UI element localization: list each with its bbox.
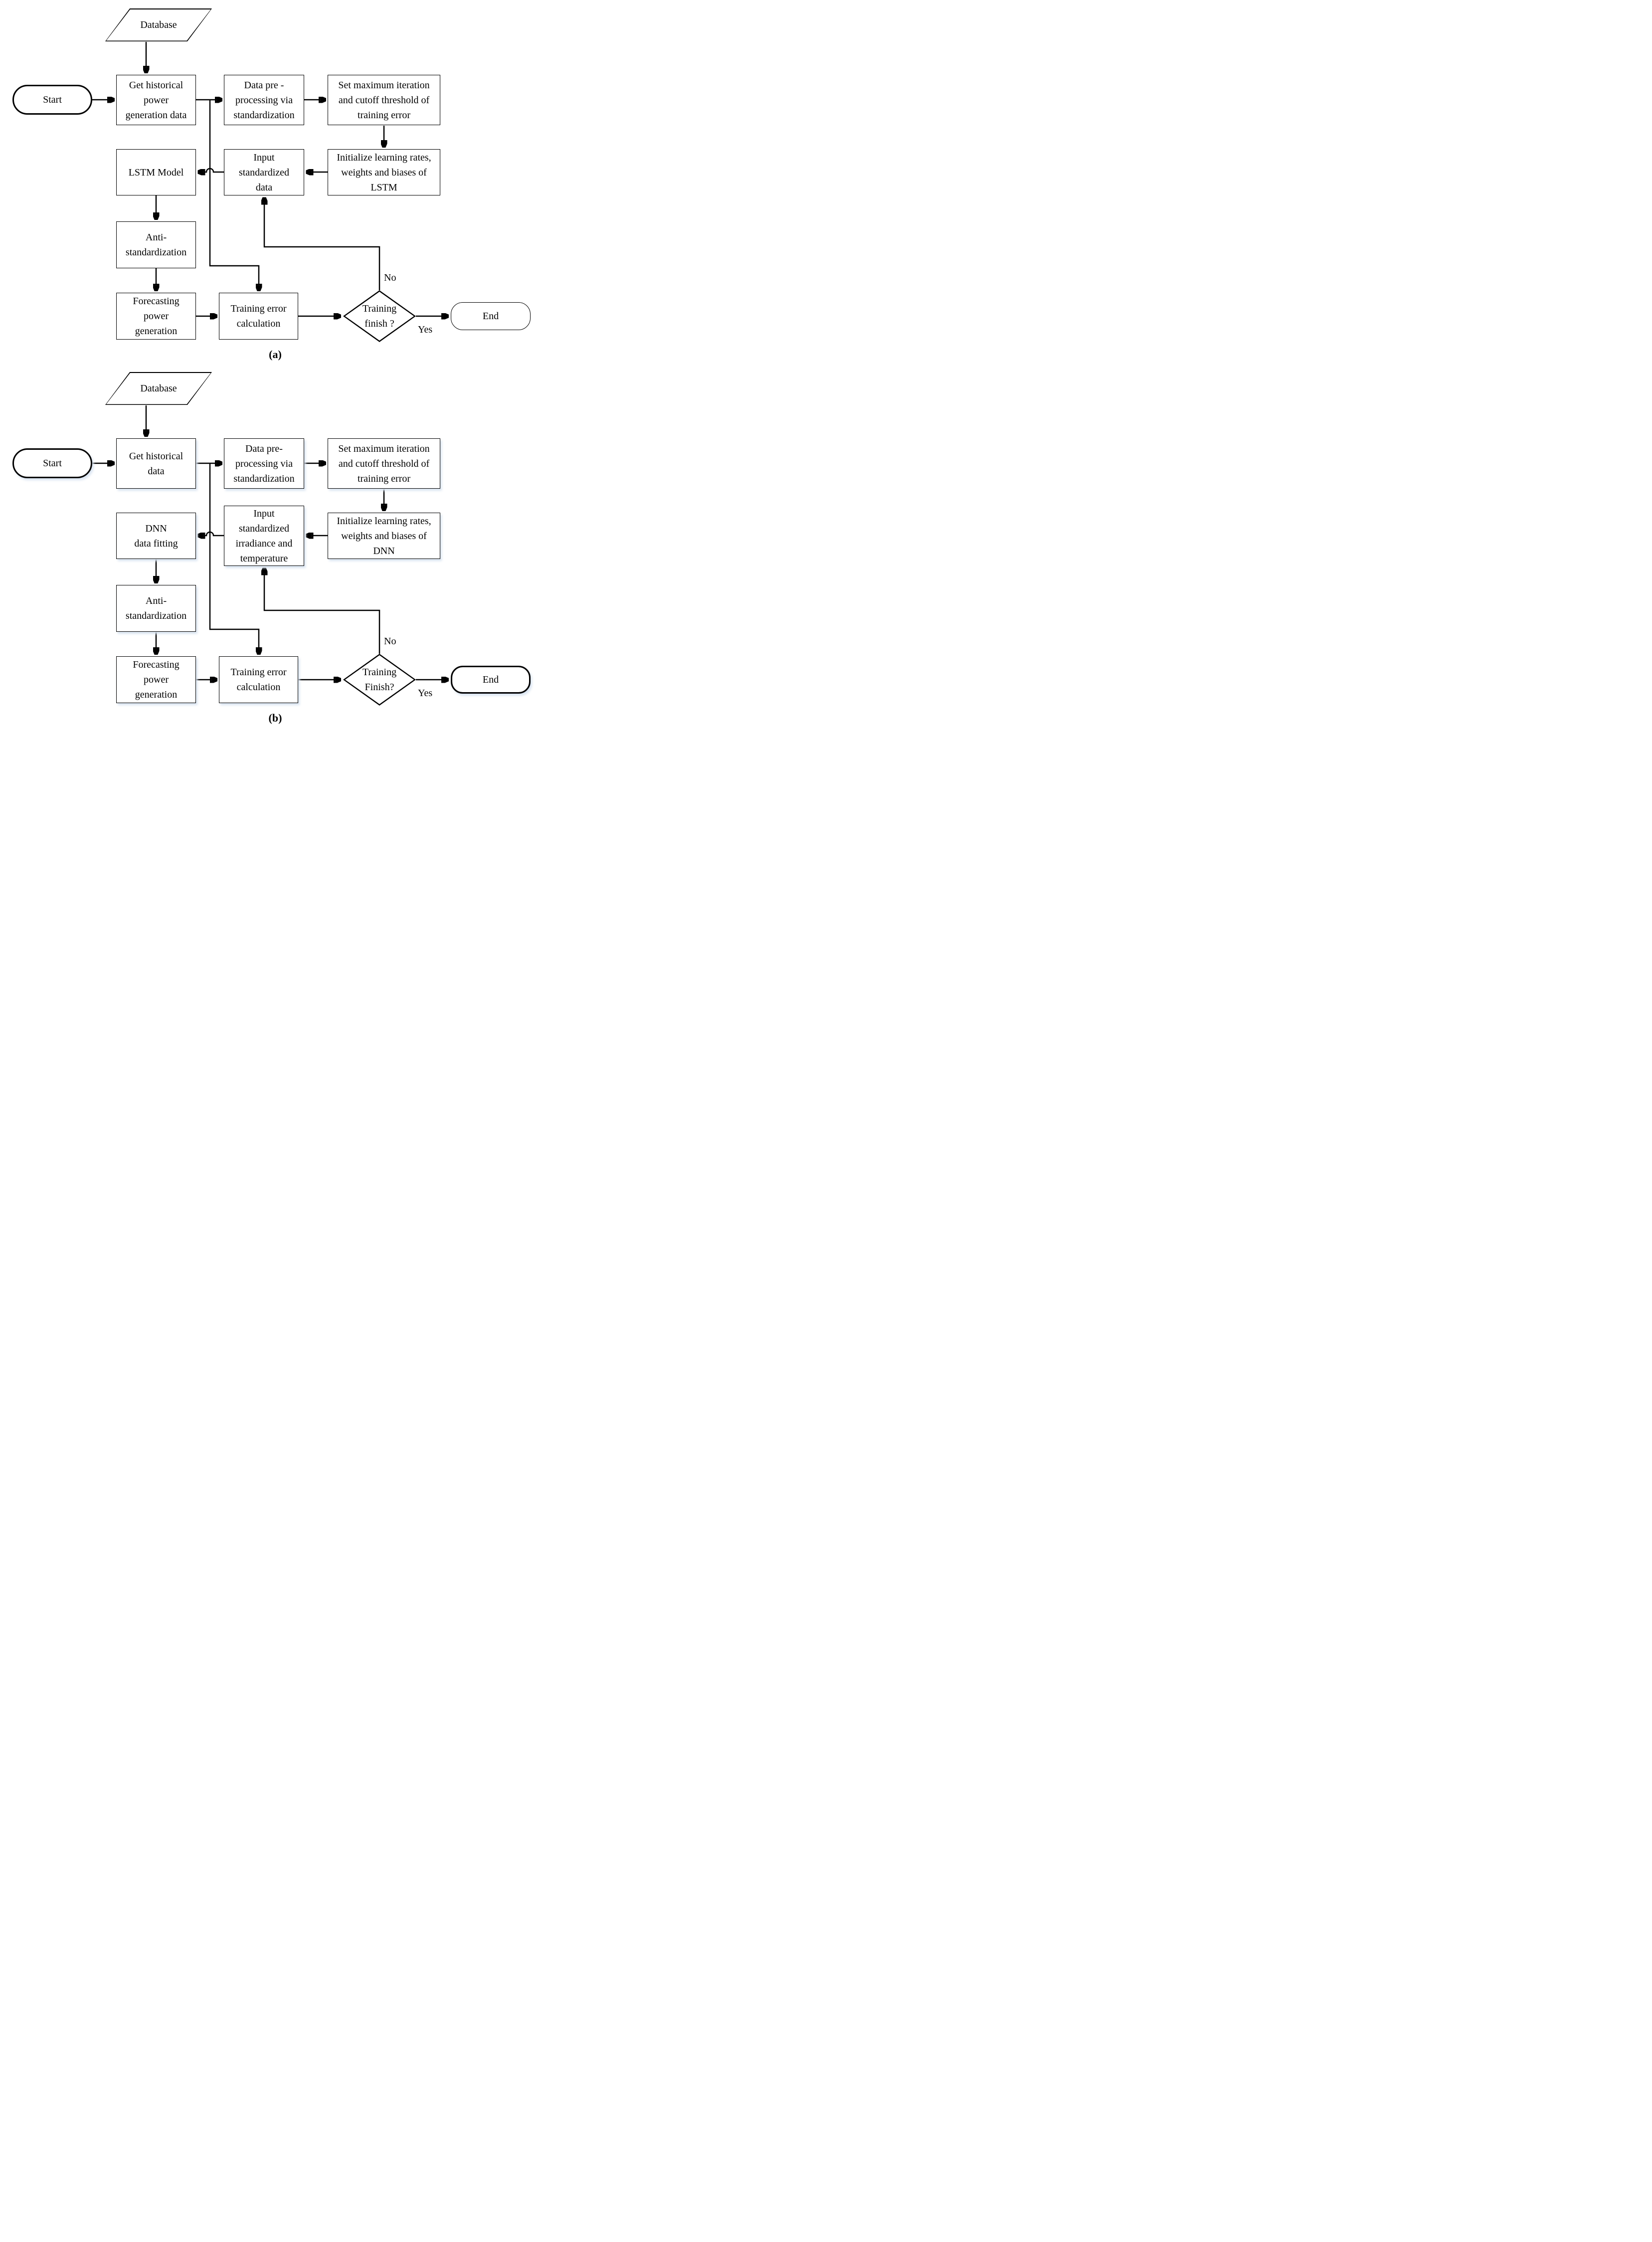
node-data-preprocessing-a-line3: standardization [233, 109, 295, 121]
node-initialize-a-line3: LSTM [370, 182, 397, 193]
node-decision-b-line1: Training [362, 667, 397, 678]
node-get-historical-b-line2: data [148, 465, 165, 477]
node-initialize-b-line1: Initialize learning rates, [337, 515, 431, 527]
node-forecasting-a-line1: Forecasting [133, 296, 180, 307]
node-training-error-a-line2: calculation [236, 318, 281, 329]
node-input-standardized-a-line1: Input [253, 152, 275, 163]
node-training-error-b: Training error calculation [219, 656, 298, 703]
node-data-preprocessing-a: Data pre - processing via standardizatio… [224, 75, 304, 125]
node-forecasting-b: Forecasting power generation [116, 656, 196, 703]
node-decision-a-line1: Training [362, 303, 397, 314]
edge-label-no-a: No [384, 272, 396, 283]
node-model-b: DNN data fitting [116, 513, 196, 559]
node-data-preprocessing-b-line3: standardization [233, 473, 295, 484]
node-anti-standardization-a-line2: standardization [125, 247, 187, 258]
node-initialize-a: Initialize learning rates, weights and b… [328, 149, 440, 195]
node-forecasting-a: Forecasting power generation [116, 293, 196, 340]
node-start-b: Start [12, 448, 92, 478]
node-input-standardized-b: Input standardized irradiance and temper… [224, 506, 304, 566]
node-data-preprocessing-a-line1: Data pre - [244, 79, 284, 91]
node-initialize-b-line2: weights and biases of [341, 530, 427, 542]
node-database-b: Database [105, 372, 212, 405]
node-get-historical-a-line2: power [144, 94, 169, 106]
node-data-preprocessing-b-line1: Data pre- [245, 443, 283, 454]
node-start-a: Start [12, 85, 92, 115]
node-forecasting-b-line3: generation [135, 689, 178, 700]
node-initialize-a-line1: Initialize learning rates, [337, 152, 431, 163]
node-input-standardized-a-line2: standardized [238, 167, 290, 178]
edge-label-no-b: No [384, 636, 396, 647]
node-get-historical-a-line3: generation data [125, 109, 187, 121]
node-data-preprocessing-a-line2: processing via [235, 94, 293, 106]
arrow-input-to-model-a [198, 168, 224, 172]
node-input-standardized-b-line4: temperature [240, 553, 288, 564]
node-decision-a-line2: finish ? [365, 318, 394, 329]
node-data-preprocessing-b: Data pre- processing via standardization [224, 438, 304, 489]
node-input-standardized-b-line3: irradiance and [235, 538, 293, 549]
node-end-b-label: End [482, 674, 499, 685]
node-forecasting-a-line2: power [144, 311, 169, 322]
node-input-standardized-a-line3: data [255, 182, 273, 193]
node-training-error-a: Training error calculation [219, 293, 298, 340]
arrow-decision-no-to-input-a [264, 197, 380, 290]
node-get-historical-b-line1: Get historical [129, 450, 184, 462]
node-start-b-label: Start [43, 458, 62, 469]
arrow-decision-no-to-input-b [264, 568, 380, 654]
node-model-a: LSTM Model [116, 149, 196, 195]
node-decision-b-label: Training Finish? [343, 654, 416, 706]
node-decision-a: Training finish ? [343, 290, 416, 342]
node-database-a: Database [105, 8, 212, 41]
node-get-historical-a: Get historical power generation data [116, 75, 196, 125]
node-set-maximum-a-line3: training error [357, 109, 411, 121]
node-set-maximum-b: Set maximum iteration and cutoff thresho… [328, 438, 440, 489]
node-input-standardized-b-line1: Input [253, 508, 275, 519]
node-anti-standardization-b-line2: standardization [125, 610, 187, 621]
node-model-a-label: LSTM Model [128, 167, 184, 178]
node-start-a-label: Start [43, 94, 62, 105]
node-input-standardized-b-line2: standardized [238, 523, 290, 534]
node-anti-standardization-a-line1: Anti- [145, 232, 167, 243]
node-model-b-line2: data fitting [134, 538, 178, 549]
node-end-b: End [451, 666, 531, 694]
edge-label-yes-b: Yes [418, 688, 433, 699]
node-initialize-b: Initialize learning rates, weights and b… [328, 513, 440, 559]
node-model-b-line1: DNN [145, 523, 167, 534]
node-training-error-b-line2: calculation [236, 682, 281, 693]
node-decision-b-line2: Finish? [365, 682, 394, 693]
node-initialize-b-line3: DNN [373, 545, 395, 557]
node-get-historical-a-line1: Get historical [129, 79, 184, 91]
node-set-maximum-b-line1: Set maximum iteration [338, 443, 430, 454]
node-end-a: End [451, 302, 531, 330]
node-decision-b: Training Finish? [343, 654, 416, 706]
edge-label-yes-a: Yes [418, 324, 433, 335]
caption-a: (a) [269, 348, 282, 361]
flowchart-figure: Database Start Get historical power gene… [0, 0, 551, 747]
node-input-standardized-a: Input standardized data [224, 149, 304, 195]
node-set-maximum-b-line3: training error [357, 473, 411, 484]
node-decision-a-label: Training finish ? [343, 290, 416, 342]
node-database-a-label: Database [140, 19, 177, 30]
node-set-maximum-b-line2: and cutoff threshold of [338, 458, 430, 469]
node-anti-standardization-b-line1: Anti- [145, 595, 167, 606]
node-set-maximum-a-line2: and cutoff threshold of [338, 94, 430, 106]
node-database-b-label: Database [140, 383, 177, 394]
node-forecasting-b-line1: Forecasting [133, 659, 180, 670]
caption-b: (b) [268, 712, 282, 724]
node-get-historical-b: Get historical data [116, 438, 196, 489]
node-end-a-label: End [482, 311, 499, 322]
node-anti-standardization-a: Anti- standardization [116, 221, 196, 268]
node-initialize-a-line2: weights and biases of [341, 167, 427, 178]
arrow-input-to-model-b [198, 531, 224, 536]
node-set-maximum-a-line1: Set maximum iteration [338, 79, 430, 91]
node-anti-standardization-b: Anti- standardization [116, 585, 196, 632]
node-set-maximum-a: Set maximum iteration and cutoff thresho… [328, 75, 440, 125]
node-forecasting-b-line2: power [144, 674, 169, 685]
node-training-error-b-line1: Training error [230, 667, 287, 678]
node-forecasting-a-line3: generation [135, 326, 178, 337]
node-training-error-a-line1: Training error [230, 303, 287, 314]
node-data-preprocessing-b-line2: processing via [235, 458, 293, 469]
